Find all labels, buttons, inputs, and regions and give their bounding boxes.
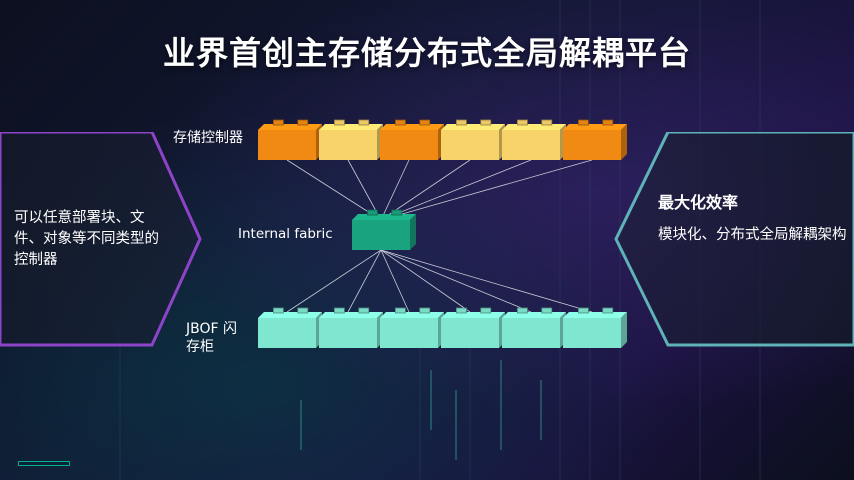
controller-block-6 (563, 119, 627, 160)
fabric-label: Internal fabric (238, 226, 333, 242)
link-jbof-1 (286, 249, 382, 313)
jbof-blocks-row (258, 307, 627, 348)
controller-block-4 (441, 119, 505, 160)
jbof-block-5 (502, 307, 566, 348)
jbof-label: JBOF 闪存柜 (186, 321, 238, 355)
link-jbof-4 (380, 249, 471, 313)
page-title: 业界首创主存储分布式全局解耦平台 (162, 34, 691, 72)
jbof-block-1 (258, 307, 322, 348)
link-jbof-2 (347, 249, 382, 313)
link-controller-1 (286, 159, 382, 221)
controller-block-5 (502, 119, 566, 160)
controller-block-3 (380, 119, 444, 160)
controller-block-2 (319, 119, 383, 160)
right-chevron-panel (614, 132, 854, 347)
internal-fabric-block (352, 209, 416, 250)
jbof-block-4 (441, 307, 505, 348)
right-panel-heading: 最大化效率 (658, 193, 739, 212)
jbof-block-3 (380, 307, 444, 348)
jbof-block-2 (319, 307, 383, 348)
link-controller-3 (380, 159, 410, 221)
left-panel-text: 可以任意部署块、文件、对象等不同类型的控制器 (14, 210, 159, 268)
right-panel-text: 模块化、分布式全局解耦架构 (658, 227, 847, 243)
link-jbof-3 (380, 249, 410, 313)
controller-blocks-row (258, 119, 627, 160)
fabric-block (352, 209, 416, 250)
left-panel-border (0, 132, 202, 347)
controllers-label: 存储控制器 (173, 130, 243, 146)
left-chevron-panel (0, 132, 202, 347)
connection-lines (286, 159, 593, 313)
link-jbof-6 (380, 249, 593, 313)
footer-logo-bar (18, 461, 70, 466)
right-panel-border (614, 132, 854, 347)
controller-block-1 (258, 119, 322, 160)
link-jbof-5 (380, 249, 532, 313)
jbof-block-6 (563, 307, 627, 348)
link-controller-6 (380, 159, 593, 221)
link-controller-5 (380, 159, 532, 221)
